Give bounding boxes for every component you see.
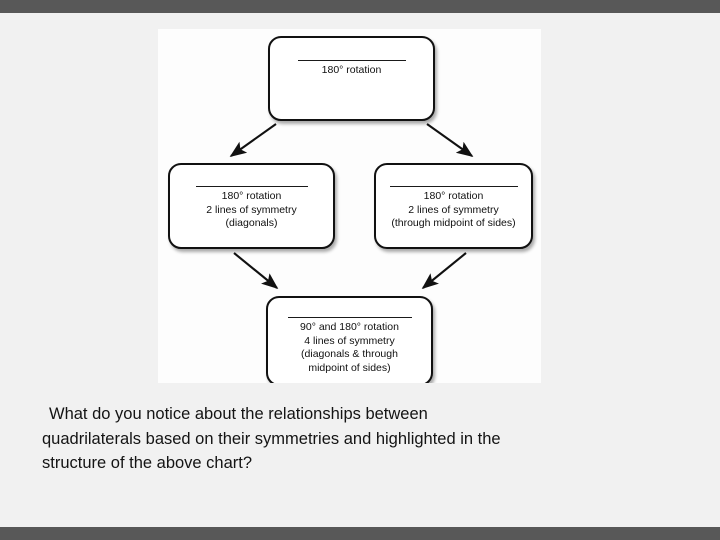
node-bottom-line-2: (diagonals & through xyxy=(301,348,398,360)
caption-line-1: quadrilaterals based on their symmetries… xyxy=(42,429,501,448)
node-left: 180° rotation 2 lines of symmetry (diago… xyxy=(168,163,335,249)
node-left-line-1: 2 lines of symmetry xyxy=(206,203,297,216)
flow-arrows xyxy=(229,123,474,290)
node-bottom-line-0: 90° and 180° rotation xyxy=(300,321,399,333)
node-right-line-1: 2 lines of symmetry xyxy=(408,203,499,216)
slide-top-border xyxy=(0,0,720,13)
slide-bottom-border xyxy=(0,527,720,540)
node-top: 180° rotation xyxy=(268,36,435,121)
node-left-rule xyxy=(195,186,308,187)
node-right: 180° rotation 2 lines of symmetry (throu… xyxy=(374,163,533,249)
arrow-top-to-left xyxy=(229,123,277,157)
caption-line-2: structure of the above chart? xyxy=(42,454,253,472)
node-bottom-line-3: midpoint of sides) xyxy=(308,361,391,374)
node-bottom-rule xyxy=(287,317,412,318)
node-top-line-0: 180° rotation xyxy=(321,64,382,76)
arrow-left-to-bottom xyxy=(233,252,279,290)
node-right-line-2: (through midpoint of sides) xyxy=(391,217,516,229)
chart-image-panel: 180° rotation 180° rotation 2 lines of s… xyxy=(158,29,541,383)
node-right-line-0: 180° rotation xyxy=(423,190,484,202)
node-bottom: 90° and 180° rotation 4 lines of symmetr… xyxy=(266,296,433,383)
caption-line-0: What do you notice about the relationshi… xyxy=(49,405,428,423)
node-left-line-2: (diagonals) xyxy=(225,217,278,229)
arrow-top-to-right xyxy=(426,123,474,157)
arrow-right-to-bottom xyxy=(421,252,467,290)
node-bottom-line-1: 4 lines of symmetry xyxy=(304,334,395,347)
node-top-rule xyxy=(297,60,406,61)
node-right-rule xyxy=(389,186,518,187)
node-left-line-0: 180° rotation xyxy=(221,190,282,202)
caption-text: What do you notice about the relationshi… xyxy=(42,402,692,476)
